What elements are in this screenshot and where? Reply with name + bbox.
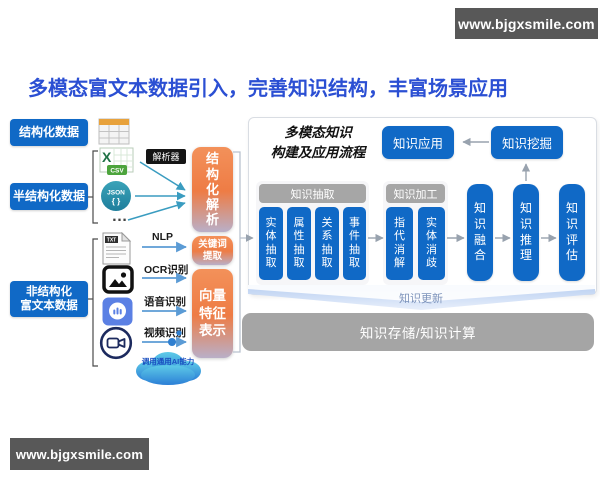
node-knowledge-storage: 知识存储/知识计算: [242, 313, 594, 351]
watermark-bottom: www.bjgxsmile.com: [10, 438, 149, 470]
flow-panel-title: 多模态知识 构建及应用流程: [270, 125, 366, 160]
bracket-unstructured: [88, 238, 98, 367]
audio-icon: [102, 297, 133, 326]
node-knowledge-reasoning: 知识推理: [513, 184, 539, 281]
json-icon: JSON { }: [100, 180, 132, 212]
ai-cloud-icon: [130, 345, 206, 387]
node-label: 指代消解: [394, 216, 405, 269]
node-knowledge-fusion: 知识融合: [467, 184, 493, 281]
node-label: 知识推理: [519, 201, 532, 263]
processor-structural-parsing: 结构化解析: [192, 147, 233, 232]
node-entity-extraction: 实体抽取: [259, 207, 283, 280]
node-label: 实体消歧: [426, 216, 437, 269]
processor-label: 关键词提取: [198, 238, 227, 262]
node-coreference-resolution: 指代消解: [386, 207, 413, 280]
method-label-video: 视频识别: [144, 327, 186, 339]
excel-csv-icon: X CSV: [99, 147, 134, 176]
category-structured-data: 结构化数据: [10, 119, 88, 146]
video-camera-icon: [99, 326, 133, 360]
node-knowledge-application: 知识应用: [382, 126, 454, 159]
more-sources-ellipsis: …: [111, 208, 129, 225]
processor-label: 向量特征表示: [199, 288, 226, 339]
knowledge-update-band: [248, 283, 595, 313]
group-header-processing: 知识加工: [386, 184, 445, 203]
parser-tag: 解析器: [146, 149, 186, 164]
ai-cloud-label: 调用通用AI能力: [141, 357, 195, 366]
processor-vector-feature: 向量特征表示: [192, 269, 233, 358]
watermark-top: www.bjgxsmile.com: [455, 8, 598, 39]
node-label: 属性抽取: [293, 216, 305, 269]
page-title: 多模态富文本数据引入，完善知识结构，丰富场景应用: [28, 78, 508, 100]
node-attribute-extraction: 属性抽取: [287, 207, 311, 280]
node-label: 事件抽取: [349, 216, 360, 269]
svg-text:{ }: { }: [112, 197, 120, 206]
node-label: 关系抽取: [321, 216, 333, 269]
spreadsheet-table-icon: [98, 118, 130, 145]
svg-text:CSV: CSV: [110, 168, 124, 175]
method-label-ocr: OCR识别: [144, 264, 189, 276]
txt-file-icon: TXT: [99, 231, 133, 265]
node-entity-disambiguation: 实体消歧: [418, 207, 445, 280]
processor-keyword-extraction: 关键词提取: [192, 236, 233, 265]
node-knowledge-mining: 知识挖掘: [491, 126, 563, 159]
svg-text:TXT: TXT: [107, 238, 116, 244]
group-header-extraction: 知识抽取: [259, 184, 366, 203]
node-relation-extraction: 关系抽取: [315, 207, 339, 280]
node-event-extraction: 事件抽取: [343, 207, 366, 280]
knowledge-update-label: 知识更新: [399, 293, 443, 305]
svg-text:JSON: JSON: [107, 190, 125, 197]
processor-label: 结构化解析: [205, 151, 219, 228]
bracket-semi-structured: [88, 150, 98, 224]
node-label: 实体抽取: [265, 216, 277, 269]
node-label: 知识评估: [565, 201, 578, 263]
category-semi-structured-data: 半结构化数据: [10, 183, 88, 210]
node-knowledge-evaluation: 知识评估: [559, 184, 585, 281]
category-unstructured-data: 非结构化 富文本数据: [10, 281, 88, 317]
node-label: 知识融合: [473, 201, 486, 263]
method-label-nlp: NLP: [152, 231, 173, 243]
method-label-speech: 语音识别: [144, 296, 186, 308]
image-icon: [102, 265, 134, 294]
svg-text:X: X: [102, 149, 112, 165]
